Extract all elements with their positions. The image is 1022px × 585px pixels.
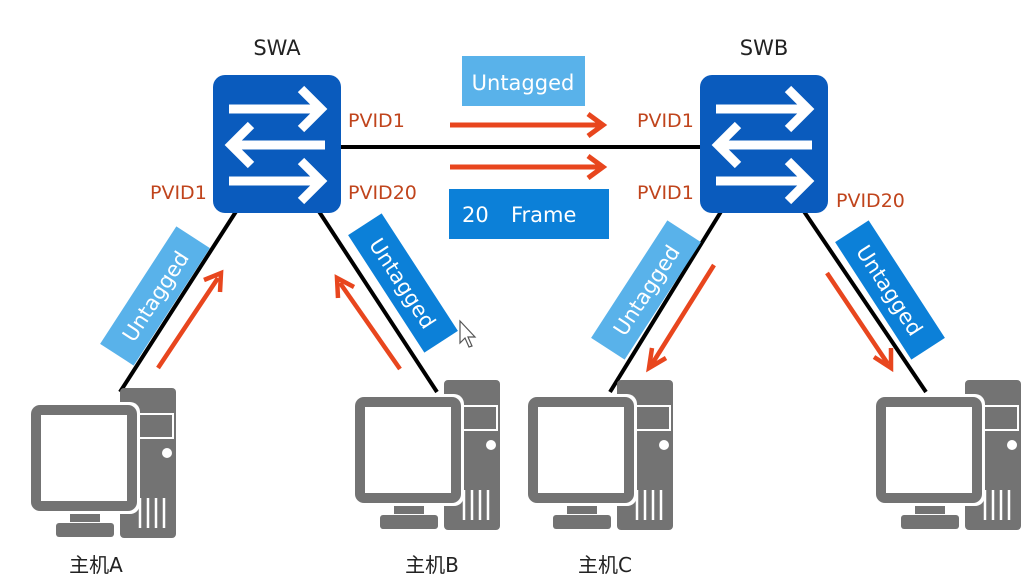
frame-untagged-trunk: Untagged [462,56,585,106]
switch-icon [700,75,828,213]
arrow-host-d-down [825,271,894,373]
host-d[interactable] [871,378,1022,532]
arrow-host-b-up [334,274,402,371]
frame-vlan-id: 20 [462,203,489,227]
computer-icon [871,378,1022,532]
port-label-swb-host-c: PVID1 [637,182,694,204]
link-swa-host-b [316,208,439,394]
switch-swa[interactable]: SWA [213,36,341,213]
port-label-swb-host-d: PVID20 [836,190,905,212]
frame-label: Untagged [472,71,575,95]
link-swb-host-d [801,208,928,394]
host-b[interactable]: 主机B [350,378,502,577]
computer-icon [26,386,178,540]
switch-icon [213,75,341,213]
arrow-trunk-bottom [450,153,608,181]
host-label: 主机A [69,553,123,577]
switch-label: SWA [253,36,301,60]
computer-icon [350,378,502,532]
port-label-swa-host-b: PVID20 [348,182,417,204]
arrow-host-c-down [646,263,716,373]
frame-label: Frame [511,203,576,227]
computer-icon [523,378,675,532]
mouse-cursor-icon [459,319,477,348]
port-label-swa-trunk: PVID1 [348,110,405,132]
arrow-host-a-up [156,269,224,370]
link-swa-host-a [118,208,239,394]
port-label-swa-host-a: PVID1 [150,182,207,204]
frame-untagged-host-a: Untagged [100,226,210,366]
host-label: 主机C [578,553,632,577]
port-label-swb-trunk-top: PVID1 [637,110,694,132]
host-a[interactable]: 主机A [26,386,178,577]
frame-vlan20-trunk: 20 Frame [449,189,609,239]
arrow-trunk-top [450,111,608,139]
link-swb-host-c [608,208,724,394]
frame-untagged-host-c: Untagged [591,220,701,360]
host-label: 主机B [405,553,459,577]
switch-swb[interactable]: SWB [700,36,828,213]
host-c[interactable]: 主机C [523,378,675,577]
switch-label: SWB [740,36,789,60]
